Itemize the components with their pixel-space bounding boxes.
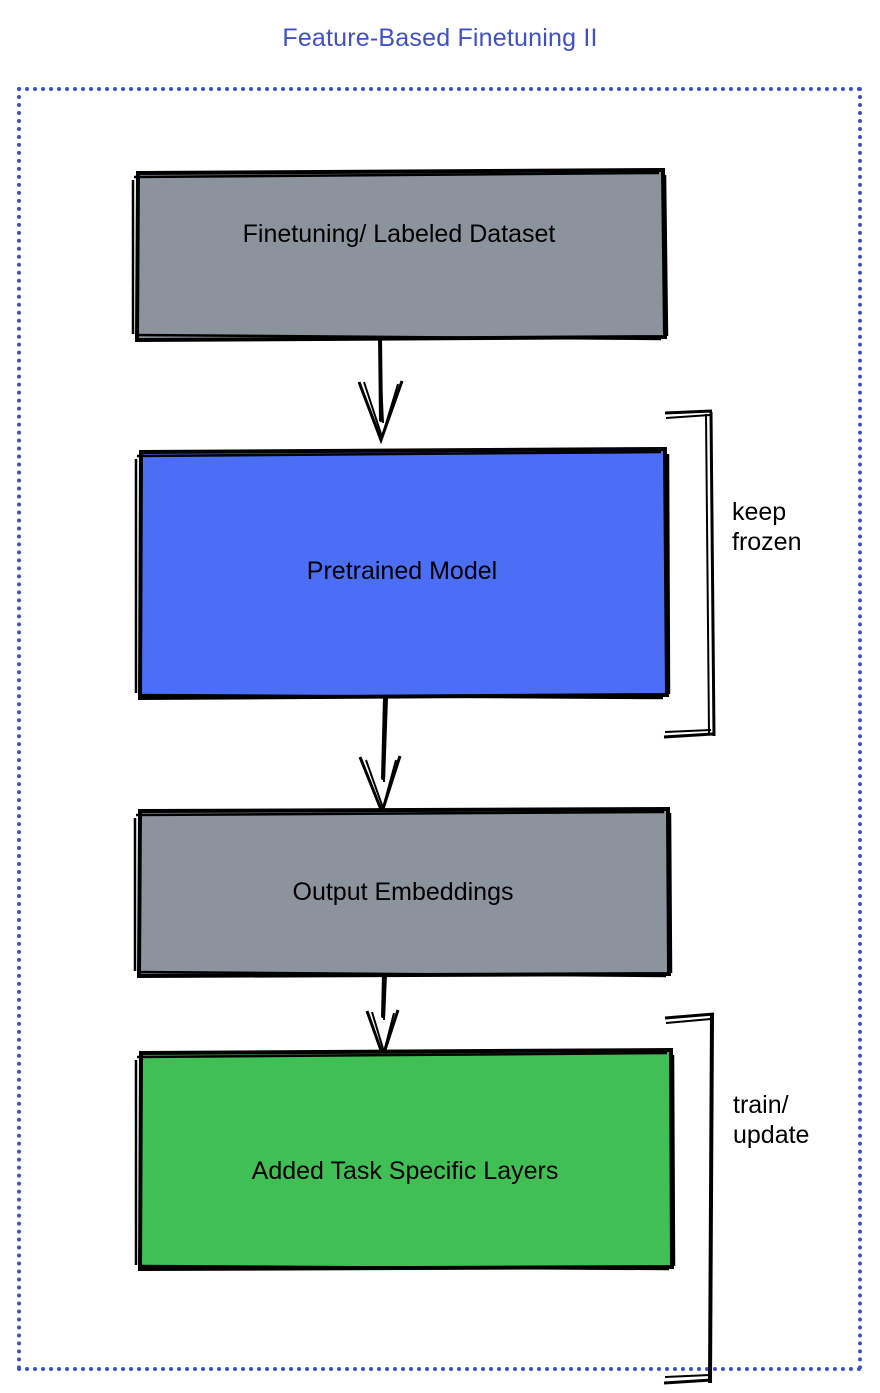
annotation-keep-frozen: keep frozen	[732, 498, 802, 556]
node-finetuning-labeled-dataset[interactable]: Finetuning/ Labeled Dataset	[131, 167, 669, 343]
node-output-embeddings[interactable]: Output Embeddings	[133, 806, 673, 981]
node-added-task-specific-layers[interactable]: Added Task Specific Layers	[133, 1047, 677, 1273]
annotation-train-update: train/ update	[733, 1091, 810, 1149]
node-pretrained-model[interactable]: Pretrained Model	[134, 446, 671, 702]
page-title: Feature-Based Finetuning II	[282, 24, 598, 52]
dashed-outline-frame	[17, 87, 862, 1371]
